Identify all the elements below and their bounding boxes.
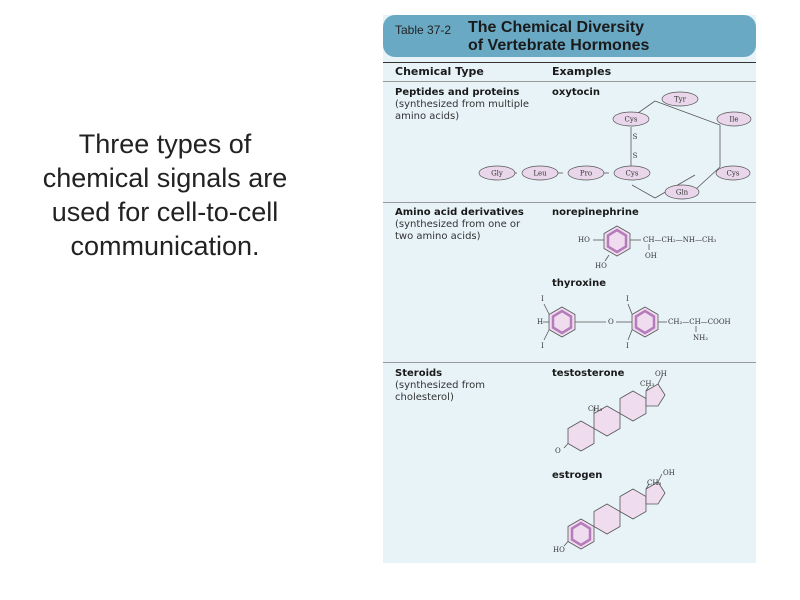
norepi-chain: CH—CH₂—NH—CH₃ bbox=[643, 236, 716, 244]
norepi-oh: OH bbox=[645, 252, 657, 260]
residue-gln-oval bbox=[664, 184, 700, 200]
row-type-steroids: Steroids bbox=[395, 368, 443, 379]
residue-cys3-oval bbox=[715, 165, 751, 181]
residue-pro-oval bbox=[567, 165, 605, 181]
testo-ch3-mid: CH₃ bbox=[588, 405, 602, 413]
oxytocin-structure bbox=[507, 100, 721, 199]
thyro-i1: I bbox=[541, 295, 544, 303]
row-sub-peptides: (synthesized from multiple amino acids) bbox=[395, 99, 529, 122]
estrogen-structure: HO OH CH₃ bbox=[553, 469, 675, 554]
norepi-ho-left: HO bbox=[578, 236, 590, 244]
rule-row1 bbox=[383, 202, 756, 203]
residue-cys2-label: Cys bbox=[626, 170, 639, 178]
testosterone-structure: O OH CH₃ CH₃ bbox=[555, 370, 667, 455]
thyro-o: O bbox=[608, 318, 614, 326]
residue-leu-oval bbox=[521, 165, 559, 181]
residue-cys1-label: Cys bbox=[625, 116, 638, 124]
residue-gly-oval bbox=[478, 165, 516, 181]
structures-diagram: Tyr Cys Ile Gly Leu Pro Cys Cys Gln S S … bbox=[478, 91, 752, 554]
residue-cys3-label: Cys bbox=[727, 170, 740, 178]
row-type-amino: Amino acid derivatives bbox=[395, 207, 524, 218]
table-title-line1: The Chemical Diversity bbox=[468, 19, 645, 36]
row-sub-steroids: (synthesized from cholesterol) bbox=[395, 380, 485, 403]
sulfur-1: S bbox=[633, 133, 638, 141]
estrogen-ho: HO bbox=[553, 546, 565, 554]
sulfur-2: S bbox=[633, 152, 638, 160]
thyroxine-structure: H I I I I O CH₂—CH—COOH NH₂ bbox=[537, 295, 731, 350]
norepi-ho-bottom: HO bbox=[595, 262, 607, 270]
estrogen-oh: OH bbox=[663, 469, 675, 477]
rule-top bbox=[383, 62, 756, 63]
thyro-i3: I bbox=[626, 295, 629, 303]
example-testosterone: testosterone bbox=[552, 368, 625, 379]
residue-tyr-label: Tyr bbox=[674, 96, 687, 104]
rule-header bbox=[383, 81, 756, 82]
row-type-peptides: Peptides and proteins bbox=[395, 87, 520, 98]
example-estrogen: estrogen bbox=[552, 470, 603, 481]
estrogen-ch3: CH₃ bbox=[647, 479, 661, 487]
residue-pro-label: Pro bbox=[580, 170, 592, 178]
example-norepinephrine: norepinephrine bbox=[552, 207, 639, 218]
thyro-i4: I bbox=[626, 342, 629, 350]
residue-leu-label: Leu bbox=[533, 170, 547, 178]
row-sub-amino: (synthesized from one or two amino acids… bbox=[395, 219, 521, 242]
hormone-table: Table 37-2 The Chemical Diversity of Ver… bbox=[383, 15, 756, 563]
residue-cys2-oval bbox=[613, 165, 651, 181]
table-header: Table 37-2 The Chemical Diversity of Ver… bbox=[383, 15, 756, 57]
residue-cys1-oval bbox=[612, 111, 650, 127]
residue-ile-oval bbox=[716, 111, 752, 127]
table-title-line2: of Vertebrate Hormones bbox=[468, 37, 650, 54]
testo-ch3-top: CH₃ bbox=[640, 380, 654, 388]
col-header-examples: Examples bbox=[552, 65, 612, 78]
residue-ile-label: Ile bbox=[729, 116, 738, 124]
residue-gly-label: Gly bbox=[491, 170, 503, 178]
thyro-nh2: NH₂ bbox=[693, 334, 708, 342]
testo-oh: OH bbox=[655, 370, 667, 378]
norepinephrine-structure: HO CH—CH₂—NH—CH₃ OH HO bbox=[578, 225, 716, 270]
slide-caption: Three types of chemical signals are used… bbox=[42, 129, 288, 261]
rule-row2 bbox=[383, 362, 756, 363]
thyro-chain: CH₂—CH—COOH bbox=[668, 318, 731, 326]
col-header-type: Chemical Type bbox=[395, 65, 484, 78]
thyro-i2: I bbox=[541, 342, 544, 350]
table-number: Table 37-2 bbox=[395, 23, 452, 37]
testo-o: O bbox=[555, 447, 561, 455]
residue-gln-label: Gln bbox=[676, 189, 689, 197]
thyro-h: H bbox=[537, 318, 543, 326]
residue-tyr-oval bbox=[661, 91, 699, 107]
example-thyroxine: thyroxine bbox=[552, 278, 606, 289]
example-oxytocin: oxytocin bbox=[552, 87, 600, 98]
